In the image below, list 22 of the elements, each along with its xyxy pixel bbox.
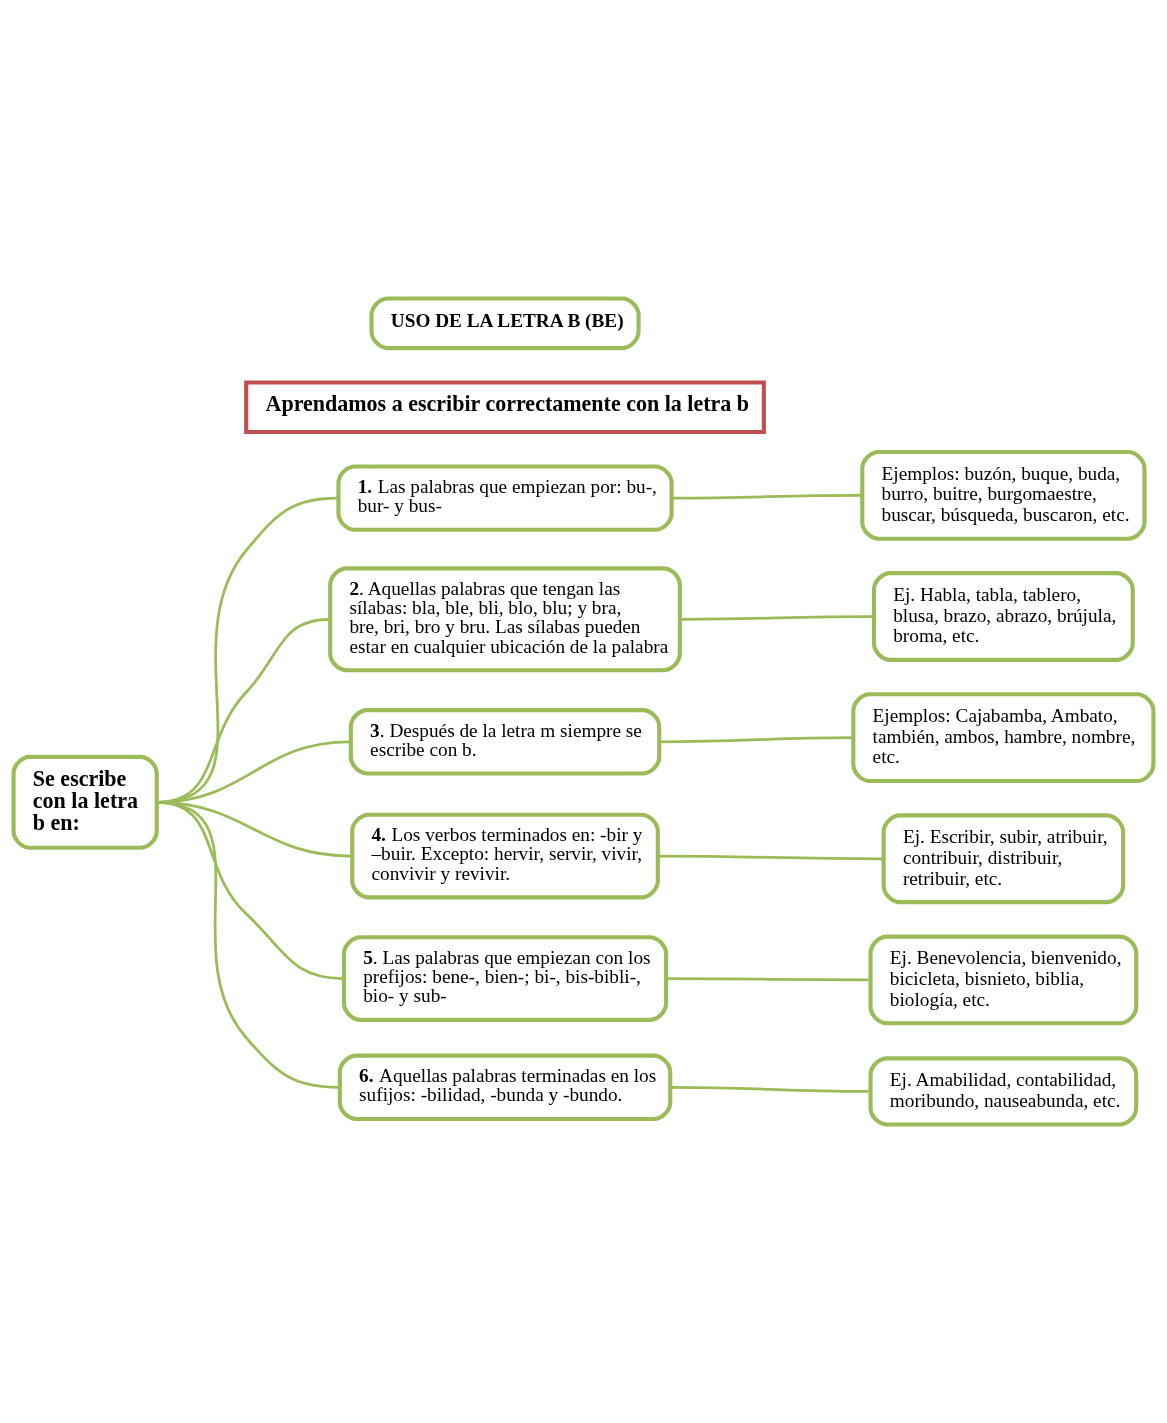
connector bbox=[156, 801, 339, 1089]
node-box: 4. Los verbos terminados en: -bir y –buir. Excepto: hervir, servir, vivir, convivir y revivir. bbox=[350, 812, 660, 900]
node-box: USO DE LA LETRA B (BE) bbox=[369, 296, 641, 351]
connector bbox=[681, 615, 873, 621]
node-box: Ej. Habla, tabla, tablero, blusa, brazo, abrazo, brújula, broma, etc. bbox=[871, 571, 1135, 662]
node-box: 1. Las palabras que empiezan por: bu-, bur- y bus- bbox=[336, 464, 674, 532]
node-box: Ej. Amabilidad, contabilidad, moribundo, nauseabunda, etc. bbox=[868, 1056, 1139, 1127]
node-box: Ej. Escribir, subir, atribuir, contribuir, distribuir, retribuir, etc. bbox=[881, 813, 1126, 905]
connector bbox=[667, 977, 869, 982]
node-box: Ejemplos: Cajabamba, Ambato, también, ambos, hambre, nombre, etc. bbox=[851, 692, 1156, 784]
connector bbox=[659, 854, 883, 861]
node-box: 6. Aquellas palabras terminadas en los sufijos: -bilidad, -bunda y -bundo. bbox=[337, 1053, 673, 1122]
node-box: Ejemplos: buzón, buque, buda, burro, buitre, burgomaestre, buscar, búsqueda, buscaron, etc. bbox=[860, 449, 1147, 541]
node-box: 2. Aquellas palabras que tengan las sílabas: bla, ble, bli, blo, blu; y bra, bre, bri, bro y bru. Las sílabas pueden estar en cualquier ubicación de la palabra bbox=[328, 566, 682, 673]
node-box: 3. Después de la letra m siempre se escribe con b. bbox=[348, 708, 662, 776]
connector bbox=[671, 1085, 869, 1093]
node-box: Se escribe con la letra b en: bbox=[11, 754, 159, 850]
node-box: 5. Las palabras que empiezan con los prefijos: bene-, bien-; bi-, bis-bibli-, bio- y sub- bbox=[341, 935, 669, 1022]
connector bbox=[660, 736, 854, 744]
node-box: Ej. Benevolencia, bienvenido, bicicleta, bisnieto, biblia, biología, etc. bbox=[868, 934, 1139, 1026]
node-box: Aprendamos a escribir correctamente con la letra b bbox=[244, 380, 766, 435]
connector bbox=[672, 494, 862, 500]
